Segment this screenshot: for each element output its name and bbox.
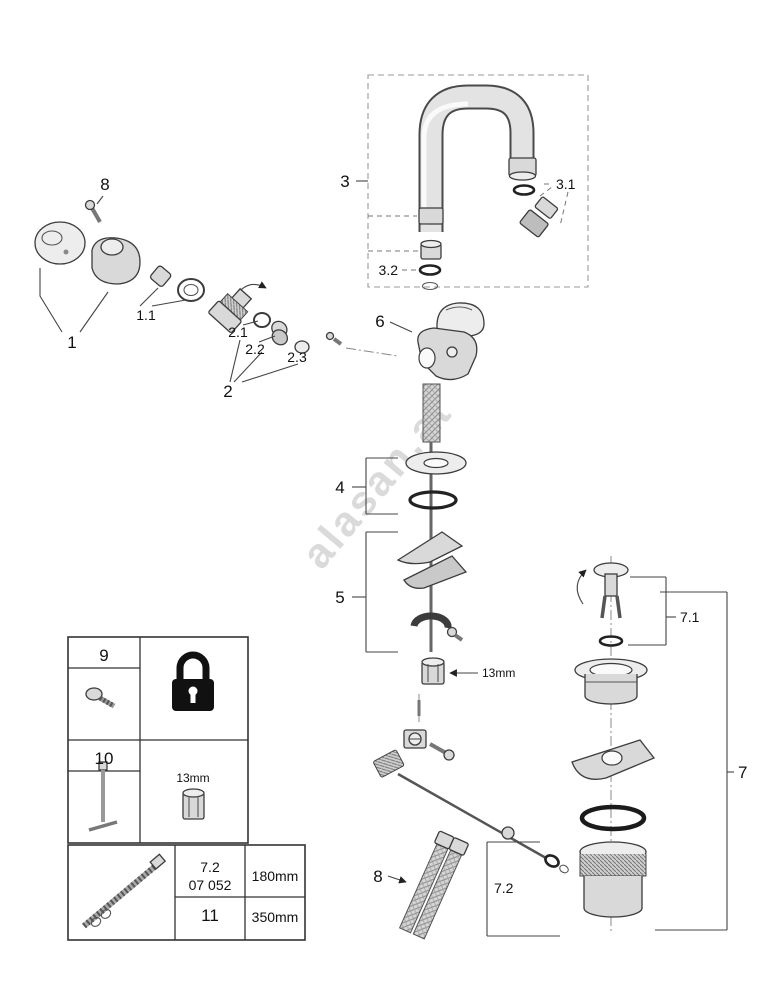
padlock-icon	[172, 651, 214, 711]
nut-13mm-icon	[182, 788, 205, 820]
legend-length-short: 180mm	[252, 868, 299, 884]
part-label-2-1: 2.1	[228, 324, 248, 340]
part-label-7-2: 7.2	[494, 880, 514, 896]
pop-up-drain-assembly	[571, 556, 734, 932]
supply-hoses	[387, 830, 469, 940]
screw-icon	[85, 687, 116, 709]
legend-table	[67, 636, 306, 941]
part-label-4: 4	[335, 478, 344, 497]
part-label-2: 2	[223, 382, 232, 401]
mounting-set	[352, 531, 468, 653]
mounting-washers	[352, 451, 467, 515]
part-label-8-bottom: 8	[373, 867, 382, 886]
part-label-3: 3	[340, 172, 349, 191]
cartridge-assembly	[208, 281, 399, 383]
part-label-1: 1	[67, 333, 76, 352]
part-label-3-1: 3.1	[556, 176, 576, 192]
legend-nut-size: 13mm	[176, 771, 209, 785]
part-label-5: 5	[335, 588, 344, 607]
mounting-tool-icon	[88, 761, 118, 832]
drain-valve-assembly	[373, 694, 569, 937]
spout-assembly	[356, 74, 589, 291]
part-label-3-2: 3.2	[379, 262, 399, 278]
part-label-2-3: 2.3	[287, 349, 307, 365]
legend-ref-top: 7.2	[200, 859, 220, 875]
part-label-2-2: 2.2	[245, 341, 265, 357]
hose-icon	[82, 853, 167, 929]
legend-label-10: 10	[95, 749, 114, 768]
part-label-7: 7	[738, 763, 747, 782]
part-label-6: 6	[375, 312, 384, 331]
part-label-1-1: 1.1	[136, 307, 156, 323]
handle-assembly	[34, 195, 205, 333]
mounting-nut	[421, 657, 478, 685]
legend-length-long: 350mm	[252, 909, 299, 925]
part-label-7-1: 7.1	[680, 609, 700, 625]
nut-size-label: 13mm	[482, 666, 515, 680]
part-label-8-top: 8	[100, 175, 109, 194]
legend-ref-bottom: 07 052	[189, 877, 232, 893]
legend-label-9: 9	[99, 646, 108, 665]
legend-label-11: 11	[201, 906, 219, 925]
